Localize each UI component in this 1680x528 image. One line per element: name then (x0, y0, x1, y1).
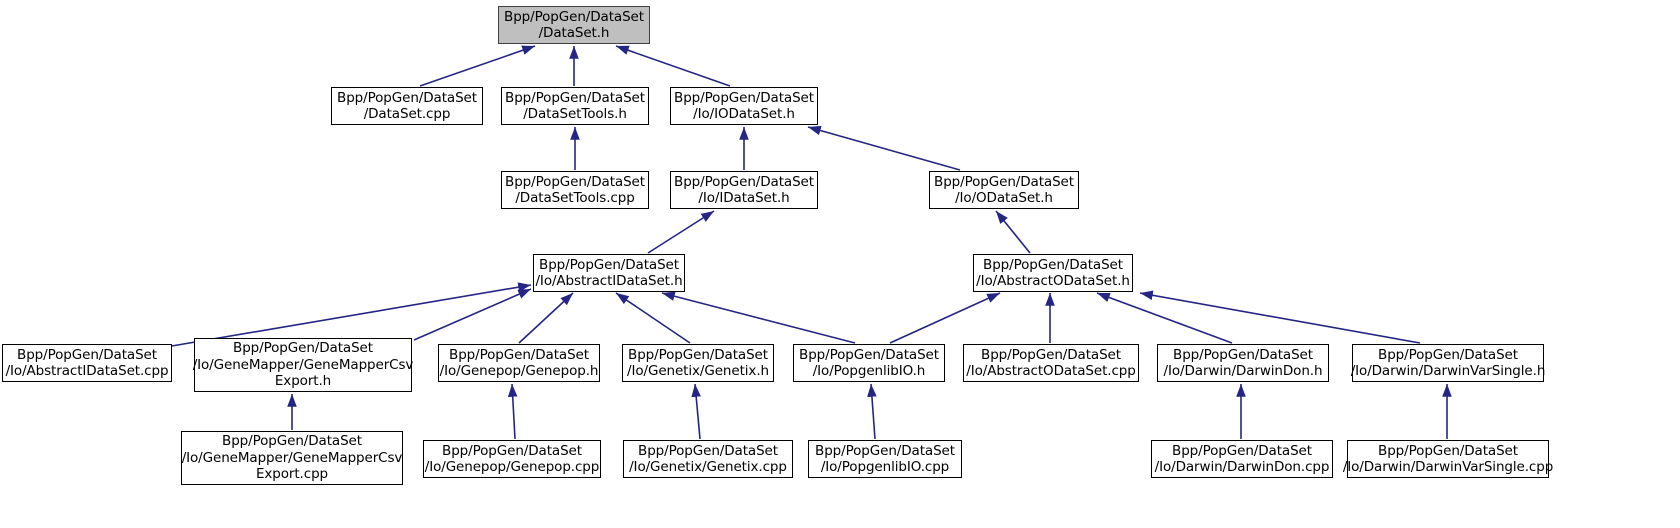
graph-node-label: Bpp/PopGen/DataSet /Io/AbstractIDataSet.… (535, 256, 683, 290)
edge-genetix_h-to-abstractidataset_h (615, 292, 691, 344)
graph-node-odataset_h[interactable]: Bpp/PopGen/DataSet /Io/ODataSet.h (929, 171, 1079, 209)
edge-genetix_cpp-to-genetix_h (691, 383, 701, 440)
edge-iodataset_h-to-dataset_h (615, 45, 731, 87)
graph-node-label: Bpp/PopGen/DataSet /Io/PopgenlibIO.h (799, 346, 939, 380)
edge-odataset_h-to-iodataset_h (807, 125, 961, 171)
graph-node-label: Bpp/PopGen/DataSet /Io/Genetix/Genetix.c… (629, 442, 787, 476)
edge-popgenlibio_cpp-to-popgenlibio_h (867, 383, 877, 440)
graph-node-dataset_cpp[interactable]: Bpp/PopGen/DataSet /DataSet.cpp (331, 87, 483, 125)
graph-node-label: Bpp/PopGen/DataSet /DataSetTools.cpp (505, 173, 645, 207)
graph-node-label: Bpp/PopGen/DataSet /DataSetTools.h (505, 89, 645, 123)
edge-darwinvarsingle_h-to-abstractodataset_h (1139, 290, 1421, 344)
graph-node-genemappercsvexport_cpp[interactable]: Bpp/PopGen/DataSet /Io/GeneMapper/GeneMa… (181, 431, 403, 485)
edge-genemappercsvexport_h-to-abstractidataset_h (413, 288, 532, 341)
graph-node-abstractodataset_h[interactable]: Bpp/PopGen/DataSet /Io/AbstractODataSet.… (973, 254, 1133, 292)
graph-node-label: Bpp/PopGen/DataSet /Io/AbstractODataSet.… (966, 346, 1136, 380)
graph-node-iodataset_h[interactable]: Bpp/PopGen/DataSet /Io/IODataSet.h (670, 87, 818, 125)
graph-node-label: Bpp/PopGen/DataSet /Io/AbstractIDataSet.… (5, 346, 169, 380)
edge-abstractidataset_h-to-idataset_h (647, 210, 715, 254)
graph-node-genepop_cpp[interactable]: Bpp/PopGen/DataSet /Io/Genepop/Genepop.c… (423, 440, 601, 478)
graph-node-label: Bpp/PopGen/DataSet /Io/Darwin/DarwinDon.… (1154, 442, 1330, 476)
graph-node-genepop_h[interactable]: Bpp/PopGen/DataSet /Io/Genepop/Genepop.h (438, 344, 600, 382)
graph-node-label: Bpp/PopGen/DataSet /Io/AbstractODataSet.… (976, 256, 1130, 290)
graph-node-label: Bpp/PopGen/DataSet /Io/GeneMapper/GeneMa… (181, 433, 403, 483)
graph-node-label: Bpp/PopGen/DataSet /DataSet.cpp (337, 89, 477, 123)
graph-node-idataset_h[interactable]: Bpp/PopGen/DataSet /Io/IDataSet.h (670, 171, 818, 209)
graph-node-darwinvarsingle_h[interactable]: Bpp/PopGen/DataSet /Io/Darwin/DarwinVarS… (1351, 344, 1545, 382)
graph-node-popgenlibio_cpp[interactable]: Bpp/PopGen/DataSet /Io/PopgenlibIO.cpp (808, 440, 962, 478)
graph-node-label: Bpp/PopGen/DataSet /Io/PopgenlibIO.cpp (815, 442, 955, 476)
graph-node-darwindon_cpp[interactable]: Bpp/PopGen/DataSet /Io/Darwin/DarwinDon.… (1151, 440, 1333, 478)
edge-popgenlibio_h-to-abstractidataset_h (661, 291, 856, 344)
graph-node-dataset_h[interactable]: Bpp/PopGen/DataSet /DataSet.h (498, 6, 650, 44)
edge-genepop_cpp-to-genepop_h (507, 383, 518, 440)
edge-popgenlibio_h-to-abstractodataset_h (889, 292, 1001, 344)
graph-node-label: Bpp/PopGen/DataSet /Io/Darwin/DarwinDon.… (1163, 346, 1323, 380)
graph-node-abstractidataset_h[interactable]: Bpp/PopGen/DataSet /Io/AbstractIDataSet.… (533, 254, 685, 292)
graph-node-label: Bpp/PopGen/DataSet /DataSet.h (504, 8, 644, 42)
graph-node-label: Bpp/PopGen/DataSet /Io/IDataSet.h (674, 173, 814, 207)
edge-dataset_cpp-to-dataset_h (419, 45, 536, 87)
graph-node-label: Bpp/PopGen/DataSet /Io/Genetix/Genetix.h (627, 346, 769, 380)
graph-node-genetix_cpp[interactable]: Bpp/PopGen/DataSet /Io/Genetix/Genetix.c… (623, 440, 793, 478)
graph-node-label: Bpp/PopGen/DataSet /Io/Darwin/DarwinVarS… (1350, 346, 1546, 380)
graph-node-label: Bpp/PopGen/DataSet /Io/IODataSet.h (674, 89, 814, 123)
graph-node-label: Bpp/PopGen/DataSet /Io/Genepop/Genepop.h (439, 346, 599, 380)
graph-node-genetix_h[interactable]: Bpp/PopGen/DataSet /Io/Genetix/Genetix.h (622, 344, 774, 382)
edge-darwindon_h-to-abstractodataset_h (1096, 292, 1233, 344)
graph-node-datasettools_h[interactable]: Bpp/PopGen/DataSet /DataSetTools.h (501, 87, 649, 125)
graph-node-abstractodataset_cpp[interactable]: Bpp/PopGen/DataSet /Io/AbstractODataSet.… (963, 344, 1139, 382)
graph-node-datasettools_cpp[interactable]: Bpp/PopGen/DataSet /DataSetTools.cpp (501, 171, 649, 209)
graph-node-label: Bpp/PopGen/DataSet /Io/GeneMapper/GeneMa… (192, 340, 414, 390)
graph-node-darwinvarsingle_cpp[interactable]: Bpp/PopGen/DataSet /Io/Darwin/DarwinVarS… (1343, 440, 1553, 478)
graph-node-darwindon_h[interactable]: Bpp/PopGen/DataSet /Io/Darwin/DarwinDon.… (1157, 344, 1329, 382)
graph-node-abstractidataset_cpp[interactable]: Bpp/PopGen/DataSet /Io/AbstractIDataSet.… (2, 344, 172, 382)
edge-genepop_h-to-abstractidataset_h (518, 292, 574, 344)
graph-node-popgenlibio_h[interactable]: Bpp/PopGen/DataSet /Io/PopgenlibIO.h (793, 344, 945, 382)
graph-node-label: Bpp/PopGen/DataSet /Io/Darwin/DarwinVarS… (1342, 442, 1554, 476)
edge-abstractodataset_h-to-odataset_h (995, 210, 1031, 254)
graph-node-genemappercsvexport_h[interactable]: Bpp/PopGen/DataSet /Io/GeneMapper/GeneMa… (193, 338, 413, 392)
graph-node-label: Bpp/PopGen/DataSet /Io/ODataSet.h (934, 173, 1074, 207)
graph-node-label: Bpp/PopGen/DataSet /Io/Genepop/Genepop.c… (424, 442, 600, 476)
